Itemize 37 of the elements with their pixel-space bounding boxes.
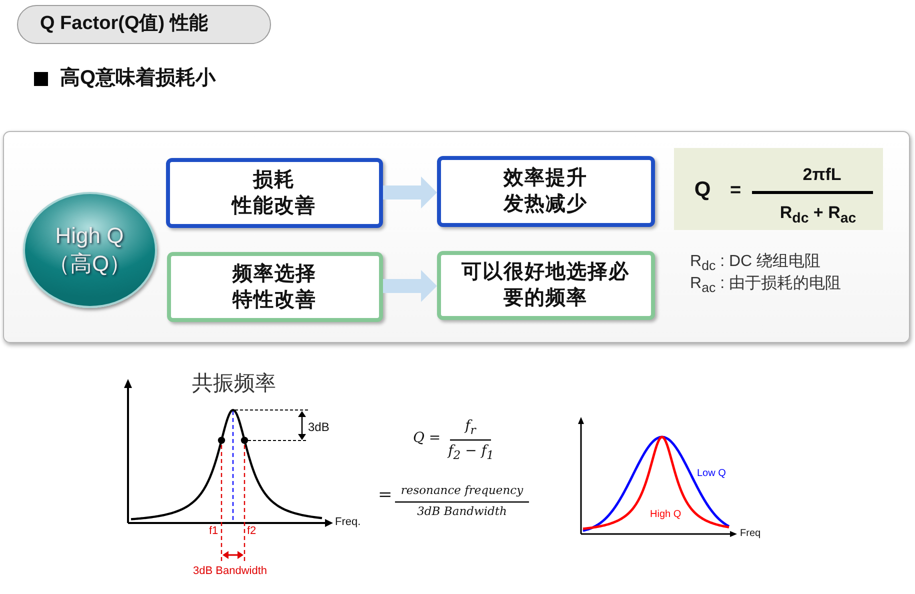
node-label: 频率选择特性改善 (232, 262, 316, 312)
formula-text: R$_{dc}$ + R$_{ac}$ (778, 202, 858, 226)
node-label: 损耗性能改善 (232, 168, 316, 218)
process-box (166, 158, 382, 228)
definition-text: R$_{dc}$ : DC 绕组电阻 (690, 252, 821, 274)
formula-text: 3dB Bandwidth (416, 505, 508, 519)
block-arrow (383, 176, 437, 208)
dimension-label: 3dB (308, 420, 330, 434)
dimension-label: 3dB Bandwidth (193, 565, 267, 578)
formula-text: resonance frequency (400, 484, 524, 498)
process-box (436, 250, 654, 320)
formula-text: Q (693, 178, 712, 202)
axis-tick-label: f1 (209, 525, 218, 538)
chart-title: 共振频率 (192, 371, 276, 396)
node-label: High Q (55, 222, 124, 250)
formula-text: = (728, 180, 742, 202)
formula-text: f$_{r}$ (463, 418, 478, 437)
curve-label: High Q (650, 509, 682, 521)
formula-text: Q = (413, 430, 441, 447)
node-label: 可以很好地选择必要的频率 (462, 260, 630, 311)
definition-text: R$_{ac}$ : 由于损耗的电阻 (690, 274, 841, 296)
formula-text: f$_{2}$ − f$_{1}$ (446, 443, 495, 462)
formula-text: 2πfL (802, 164, 842, 184)
node-label: 效率提升发热减少 (504, 166, 588, 217)
process-box (166, 252, 382, 322)
axis-title: Freq. (335, 516, 361, 530)
content-panel (3, 131, 910, 343)
process-box (436, 156, 654, 226)
section-heading: 高Q意味着损耗小 (60, 66, 216, 90)
block-arrow (383, 270, 437, 302)
axis-tick-label: f2 (247, 525, 256, 538)
formula-panel (674, 148, 882, 230)
axis-title: Freq (740, 528, 761, 540)
formula-text: = (378, 485, 392, 506)
title-banner: Q Factor(Q值) 性能 (17, 5, 271, 44)
node-label: （高Q） (48, 250, 132, 277)
curve-label: Low Q (697, 468, 726, 480)
